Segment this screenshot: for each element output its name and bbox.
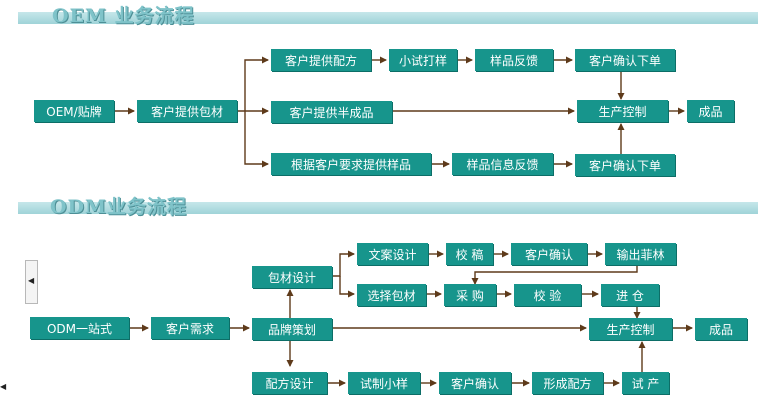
odm-title: ODM业务流程 [50, 196, 188, 218]
oem-semi-node: 客户提供半成品 [271, 101, 392, 123]
odm-demand-node: 客户需求 [151, 317, 229, 339]
odm-start-node: ODM一站式 [30, 317, 129, 339]
odm-stock-node: 进 仓 [601, 284, 659, 306]
odm-pack-node: 包材设计 [252, 266, 332, 288]
oem-order1-node: 客户确认下单 [575, 49, 675, 71]
oem-control-node: 生产控制 [577, 100, 668, 122]
arrow-supply-formula [244, 56, 269, 111]
arrow-film-buy [471, 264, 638, 285]
odm-small-node: 试制小样 [348, 372, 420, 394]
oem-order2-node: 客户确认下单 [575, 154, 675, 176]
odm-buy-node: 采 购 [444, 284, 496, 306]
odm-form-node: 形成配方 [532, 372, 603, 394]
oem-trial-node: 小试打样 [389, 49, 457, 71]
odm-control-node: 生产控制 [589, 318, 672, 340]
oem-title: OEM 业务流程 [52, 5, 195, 27]
oem-supply-node: 客户提供包材 [137, 100, 237, 122]
oem-start-node: OEM/贴牌 [34, 100, 114, 122]
odm-product-node: 成品 [695, 318, 747, 340]
odm-confirm1-node: 客户确认 [511, 243, 587, 265]
side-collapse-tab[interactable]: ◀ [25, 260, 38, 304]
odm-confirm2-node: 客户确认 [439, 372, 511, 394]
odm-film-node: 输出菲林 [605, 243, 676, 265]
odm-choose-node: 选择包材 [357, 284, 426, 306]
oem-header-band [18, 12, 758, 24]
odm-proof-node: 校 稿 [446, 243, 493, 265]
odm-brand-node: 品牌策划 [252, 318, 332, 340]
arrow-pack-choose [339, 276, 355, 298]
oem-feedback-node: 样品反馈 [475, 49, 553, 71]
odm-header-band [18, 202, 758, 214]
arrow-supply-sample [244, 111, 269, 168]
caret-left-icon: ◀ [28, 276, 35, 285]
arrow-pack-copy [333, 250, 355, 277]
corner-caret-icon: ◀ [0, 382, 7, 391]
odm-formula-node: 配方设计 [252, 372, 327, 394]
odm-copy-node: 文案设计 [357, 243, 428, 265]
oem-sample-node: 根据客户要求提供样品 [271, 153, 431, 175]
oem-product-node: 成品 [687, 100, 734, 122]
odm-inspect-node: 校 验 [514, 284, 581, 306]
oem-info-node: 样品信息反馈 [452, 153, 553, 175]
oem-formula-node: 客户提供配方 [271, 49, 371, 71]
odm-test-node: 试 产 [622, 372, 669, 394]
